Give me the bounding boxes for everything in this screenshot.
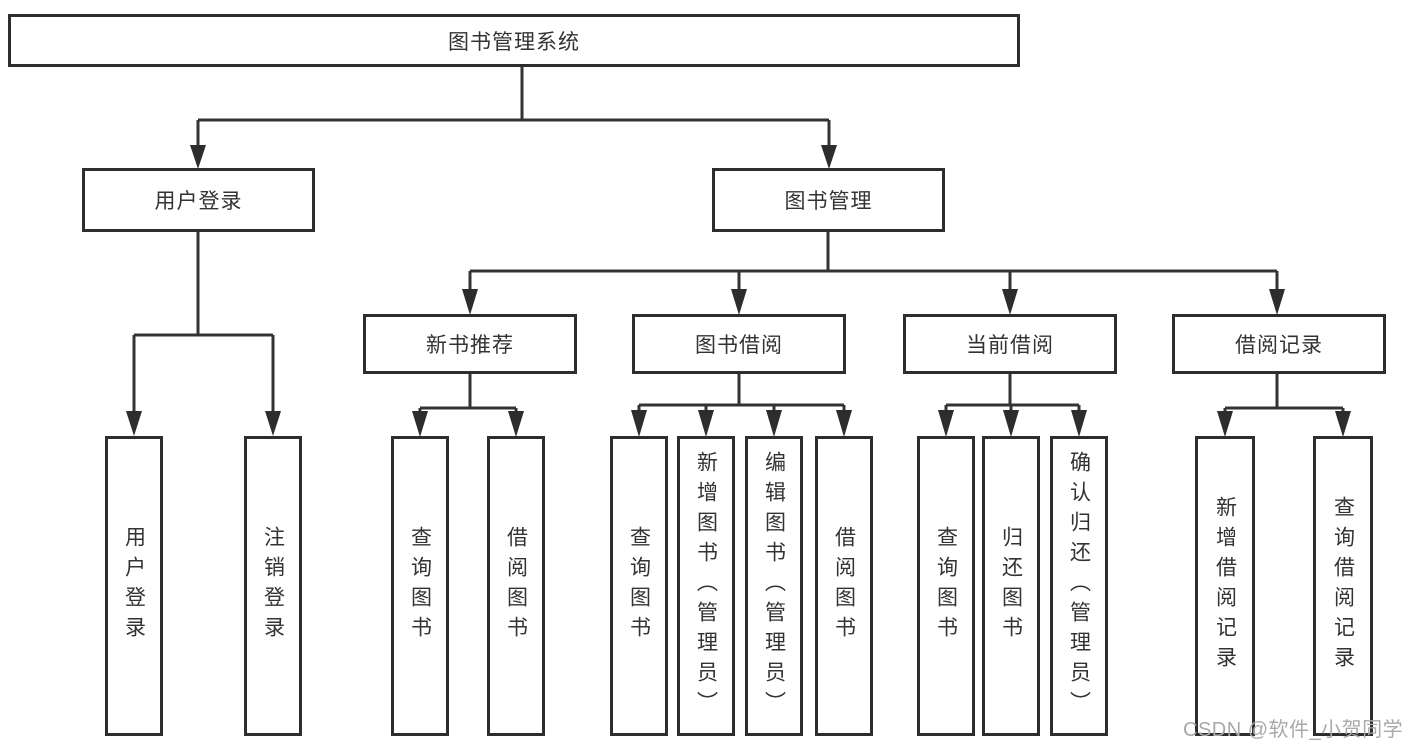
arrowhead bbox=[265, 411, 281, 436]
connector-user-login bbox=[132, 232, 275, 413]
arrowhead bbox=[836, 410, 852, 437]
csdn-watermark: CSDN @软件_小贺同学 bbox=[1183, 719, 1404, 741]
connector-book-management bbox=[468, 232, 1279, 291]
node-book-management: 图书管理 bbox=[712, 168, 945, 232]
node-new-book-recommend: 新书推荐 bbox=[363, 314, 577, 374]
node-book-borrow: 图书借阅 bbox=[632, 314, 846, 374]
leaf-query-books-recommend: 查询图书 bbox=[391, 436, 449, 736]
connector-root bbox=[196, 67, 831, 147]
arrowhead bbox=[1335, 411, 1351, 437]
leaf-user-login: 用户登录 bbox=[105, 436, 163, 736]
leaf-return-books: 归还图书 bbox=[982, 436, 1040, 736]
arrowhead bbox=[412, 411, 428, 437]
arrowhead bbox=[938, 410, 954, 437]
leaf-query-books-borrow: 查询图书 bbox=[610, 436, 668, 736]
arrowhead bbox=[462, 289, 478, 315]
arrowhead bbox=[766, 410, 782, 437]
leaf-add-books-admin: 新增图书（管理员） bbox=[677, 436, 735, 736]
arrowhead bbox=[126, 411, 142, 436]
connector-new-book bbox=[418, 374, 518, 412]
leaf-edit-books-admin: 编辑图书（管理员） bbox=[745, 436, 803, 736]
leaf-borrow-books: 借阅图书 bbox=[815, 436, 873, 736]
node-library-management-system: 图书管理系统 bbox=[8, 14, 1020, 67]
arrowhead bbox=[508, 411, 524, 437]
leaf-query-borrow-record: 查询借阅记录 bbox=[1313, 436, 1373, 736]
arrowhead bbox=[698, 410, 714, 437]
leaf-confirm-return-admin: 确认归还（管理员） bbox=[1050, 436, 1108, 736]
arrowhead bbox=[1269, 289, 1285, 315]
node-user-login: 用户登录 bbox=[82, 168, 315, 232]
connector-borrow-records bbox=[1223, 374, 1345, 412]
arrowhead bbox=[731, 289, 747, 315]
connector-book-borrow bbox=[637, 374, 846, 411]
connector-current-borrow bbox=[944, 374, 1081, 411]
leaf-add-borrow-record: 新增借阅记录 bbox=[1195, 436, 1255, 736]
node-current-borrow: 当前借阅 bbox=[903, 314, 1117, 374]
arrowhead bbox=[1217, 411, 1233, 437]
arrowhead bbox=[190, 145, 206, 169]
leaf-logout: 注销登录 bbox=[244, 436, 302, 736]
leaf-query-books-current: 查询图书 bbox=[917, 436, 975, 736]
arrowhead bbox=[1071, 410, 1087, 437]
arrowhead bbox=[1002, 289, 1018, 315]
arrowhead bbox=[821, 145, 837, 169]
leaf-borrow-books-recommend: 借阅图书 bbox=[487, 436, 545, 736]
arrowhead bbox=[1003, 410, 1019, 437]
arrowhead bbox=[631, 410, 647, 437]
node-borrow-records: 借阅记录 bbox=[1172, 314, 1386, 374]
